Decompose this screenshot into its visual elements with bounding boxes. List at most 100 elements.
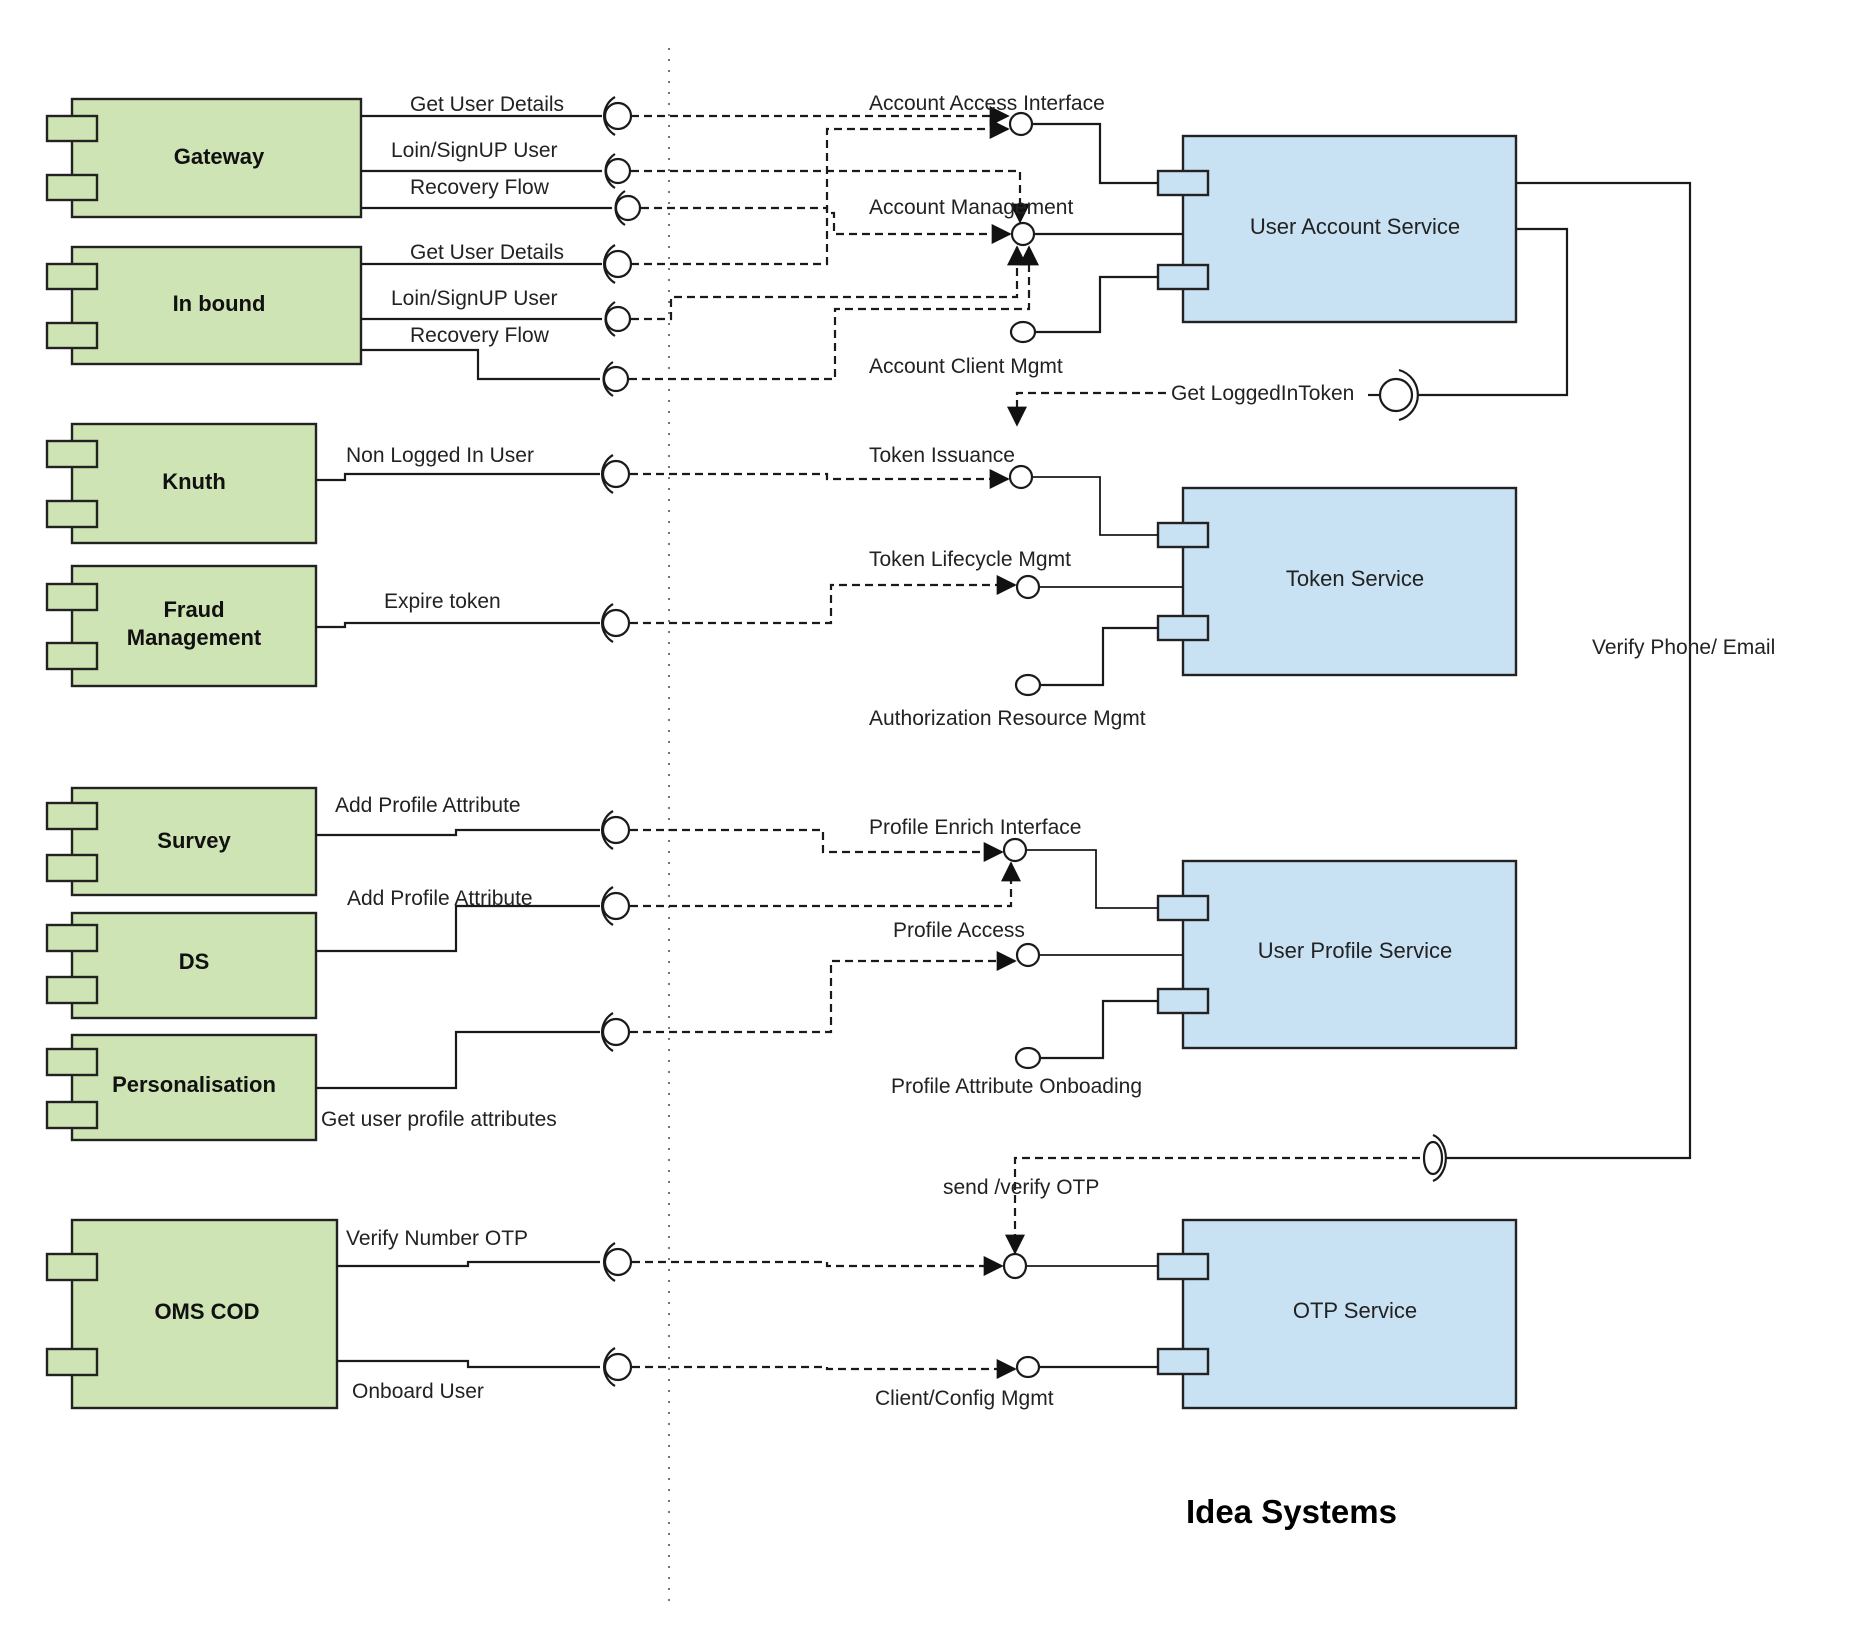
dependency-arrow[interactable]	[631, 245, 1027, 321]
interface-label: Get user profile attributes	[321, 1108, 557, 1131]
component-gateway[interactable]: Gateway	[45, 97, 363, 219]
provided-interface-icon	[1014, 673, 1042, 697]
required-interface-socket-icon	[1365, 368, 1419, 422]
provided-interface-icon	[1008, 464, 1034, 490]
dependency-arrow[interactable]	[630, 469, 1010, 489]
component-port-icon	[1156, 521, 1210, 549]
component-port-icon	[45, 262, 99, 291]
required-interface-socket-icon	[602, 1347, 633, 1387]
interface-label: Add Profile Attribute	[335, 794, 521, 817]
required-interface-socket-icon	[604, 301, 632, 337]
label-background	[1168, 378, 1368, 406]
interface-label: Token Lifecycle Mgmt	[869, 548, 1071, 571]
connector-line	[1040, 626, 1158, 687]
dependency-arrow[interactable]	[1005, 1156, 1420, 1255]
connector-line	[1033, 476, 1158, 536]
service-link-label: Get LoggedInToken	[1171, 382, 1354, 405]
interface-label: Token Issuance	[869, 444, 1015, 467]
component-inbound[interactable]: In bound	[45, 245, 363, 366]
required-interface-socket-icon	[602, 1242, 633, 1282]
component-port-icon	[1156, 169, 1210, 197]
connector-line	[316, 1030, 600, 1090]
component-oms-cod[interactable]: OMS COD	[45, 1218, 339, 1410]
interface-label: Expire token	[384, 590, 501, 613]
required-interface-socket-icon	[602, 361, 630, 397]
connector-line	[1040, 999, 1158, 1060]
provided-interface-icon	[1002, 837, 1028, 863]
required-interface-socket-icon	[1422, 1133, 1447, 1183]
component-port-icon	[45, 853, 99, 883]
component-label: Personalisation	[112, 1072, 276, 1097]
required-interface-socket-icon	[600, 454, 631, 494]
connector-line	[337, 1260, 600, 1268]
component-label: DS	[179, 949, 210, 974]
dependency-arrow[interactable]	[631, 119, 1010, 266]
component-label: OTP Service	[1293, 1298, 1417, 1323]
component-port-icon	[1156, 1347, 1210, 1376]
dependency-arrow[interactable]	[630, 828, 1004, 862]
interface-label: Get User Details	[410, 93, 564, 116]
component-port-icon	[1156, 987, 1210, 1015]
dependency-arrow[interactable]	[629, 245, 1039, 381]
component-label: User Account Service	[1250, 214, 1460, 239]
required-interface-socket-icon	[602, 96, 633, 136]
component-label-line1: Fraud	[163, 597, 224, 622]
connector-line	[316, 904, 600, 953]
component-fraud-management[interactable]: Fraud Management	[45, 564, 318, 688]
component-personalisation[interactable]: Personalisation	[45, 1033, 318, 1142]
provided-interface-icon	[1002, 1252, 1028, 1280]
provided-interface-icon	[1010, 221, 1036, 247]
service-link-label: Verify Phone/ Email	[1592, 636, 1775, 659]
component-label: Survey	[157, 828, 231, 853]
dependency-arrow[interactable]	[641, 206, 1012, 244]
interface-label: Account Access Interface	[869, 92, 1105, 115]
component-token-service[interactable]: Token Service	[1156, 486, 1518, 677]
component-user-profile-service[interactable]: User Profile Service	[1156, 859, 1518, 1050]
connector-line	[1446, 181, 1692, 1160]
dependency-arrow[interactable]	[631, 169, 1030, 224]
component-otp-service[interactable]: OTP Service	[1156, 1218, 1518, 1410]
connector-line	[316, 621, 600, 629]
component-port-icon	[45, 801, 99, 831]
component-port-icon	[1156, 614, 1210, 642]
dependency-arrow[interactable]	[630, 861, 1021, 908]
required-interface-socket-icon	[602, 244, 633, 284]
connector-line	[1418, 227, 1569, 397]
interface-label: Verify Number OTP	[346, 1227, 528, 1250]
required-interface-socket-icon	[614, 190, 642, 226]
dependency-arrow[interactable]	[630, 575, 1017, 625]
dependency-arrow[interactable]	[630, 951, 1017, 1034]
provided-interface-icon	[1015, 1355, 1041, 1379]
component-survey[interactable]: Survey	[45, 786, 318, 897]
connector-line	[337, 1359, 600, 1369]
dependency-arrow[interactable]	[632, 1359, 1017, 1379]
component-ds[interactable]: DS	[45, 911, 318, 1020]
connector-line	[316, 472, 600, 482]
component-port-icon	[1156, 1252, 1210, 1281]
interface-label: Non Logged In User	[346, 444, 534, 467]
component-port-icon	[45, 641, 99, 671]
dependency-arrow[interactable]	[632, 1256, 1004, 1276]
interface-label: send /verify OTP	[943, 1176, 1099, 1199]
component-port-icon	[45, 975, 99, 1005]
component-port-icon	[45, 499, 99, 529]
component-label: Gateway	[174, 144, 265, 169]
interface-label: Profile Attribute Onboading	[891, 1075, 1142, 1098]
component-port-icon	[45, 321, 99, 350]
component-user-account-service[interactable]: User Account Service	[1156, 134, 1518, 324]
dependency-arrow[interactable]	[1007, 391, 1166, 427]
component-port-icon	[45, 582, 99, 612]
interface-label: Profile Access	[893, 919, 1025, 942]
component-port-icon	[45, 1047, 99, 1077]
interface-label: Recovery Flow	[410, 324, 550, 347]
component-label: Knuth	[162, 469, 226, 494]
component-knuth[interactable]: Knuth	[45, 422, 318, 545]
interface-label: Authorization Resource Mgmt	[869, 707, 1146, 730]
required-interface-socket-icon	[600, 603, 631, 643]
provided-interface-icon	[1014, 1046, 1042, 1070]
interface-label: Recovery Flow	[410, 176, 550, 199]
component-port-icon	[1156, 894, 1210, 922]
component-port-icon	[45, 1100, 99, 1130]
provided-interface-icon	[1009, 320, 1037, 344]
